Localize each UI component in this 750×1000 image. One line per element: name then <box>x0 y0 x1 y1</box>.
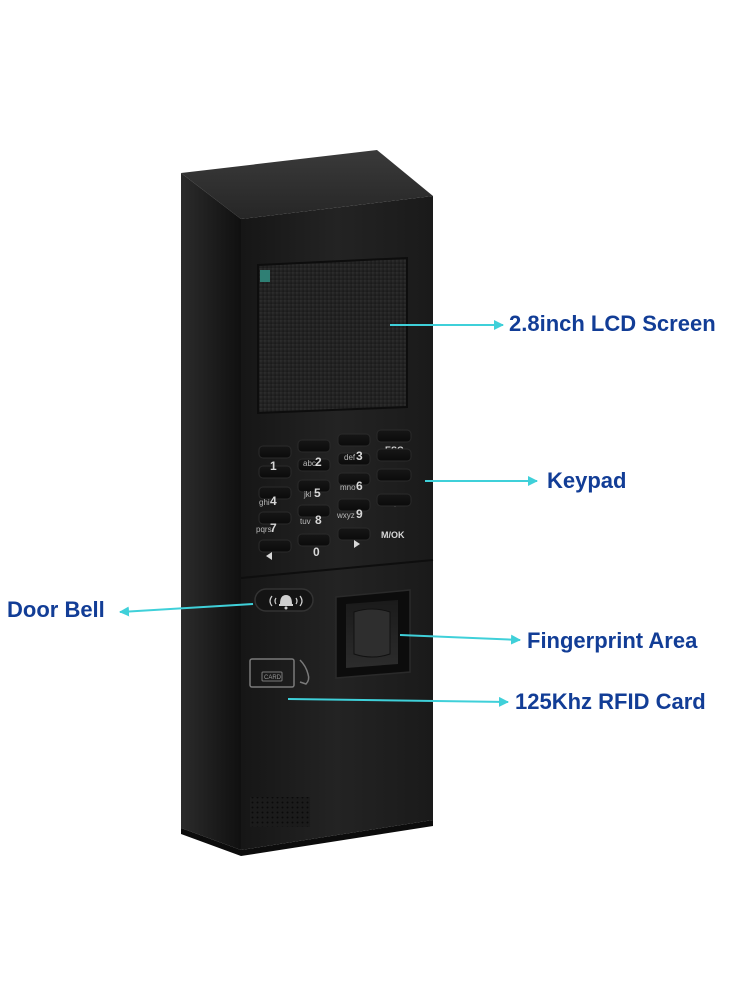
key-up[interactable] <box>376 448 412 462</box>
callout-keypad: Keypad <box>547 468 627 493</box>
key-5[interactable] <box>297 479 331 493</box>
key-right[interactable] <box>337 527 371 541</box>
panel-step-line <box>240 559 434 579</box>
key-9-label: 9 <box>356 507 363 521</box>
arrow-right-icon <box>354 540 360 548</box>
key-0[interactable] <box>297 533 331 547</box>
key-2[interactable] <box>297 458 331 472</box>
callout-rfid-card: 125Khz RFID Card <box>515 689 706 714</box>
arrow-left-icon <box>266 552 272 560</box>
key-6-sub: mno <box>340 483 356 492</box>
key-mok-label: M/OK <box>381 530 405 540</box>
key-9-sub: wxyz <box>336 511 355 520</box>
rfid-card-area: CARD <box>249 658 310 688</box>
key-7[interactable] <box>258 511 292 525</box>
key-4-label: 4 <box>270 494 277 508</box>
key-left[interactable] <box>258 539 292 553</box>
key-6[interactable] <box>337 472 371 486</box>
device-left-side <box>181 173 241 850</box>
key-esc[interactable] <box>376 429 412 443</box>
callout-lcd-screen: 2.8inch LCD Screen <box>509 311 716 336</box>
key-0-label: 0 <box>313 545 320 559</box>
card-tap-icon: CARD <box>249 658 310 688</box>
key-4-sub: ghi <box>259 498 270 507</box>
device-top-face <box>181 150 433 219</box>
key-3-label: 3 <box>356 449 363 463</box>
arrow-rfid <box>287 696 509 707</box>
keypad: ESC 1 abc 2 def 3 ghi 4 jkl 5 mno 6 pqrs… <box>256 429 412 560</box>
key-8-sub: tuv <box>300 517 311 526</box>
lcd-screen <box>257 256 408 415</box>
key-7-label: 7 <box>270 521 277 535</box>
arrow-fingerprint <box>399 634 521 645</box>
key-9[interactable] <box>337 498 371 512</box>
callout-door-bell: Door Bell <box>7 597 105 622</box>
speaker-grill <box>250 797 310 827</box>
key-1-label: 1 <box>270 459 277 473</box>
key-mok[interactable] <box>376 493 412 507</box>
key-4[interactable] <box>258 486 292 500</box>
key-blank-2[interactable] <box>297 439 331 453</box>
key-5-sub: jkl <box>303 490 312 499</box>
fingerprint-window <box>353 608 391 658</box>
key-1[interactable] <box>258 465 292 479</box>
key-5-label: 5 <box>314 486 321 500</box>
key-2-label: 2 <box>315 455 322 469</box>
key-3-sub: def <box>344 453 356 462</box>
key-7-sub: pqrs <box>256 525 272 534</box>
key-blank-1[interactable] <box>258 445 292 459</box>
key-8-label: 8 <box>315 513 322 527</box>
key-down[interactable] <box>376 468 412 482</box>
fingerprint-sensor[interactable] <box>335 589 411 679</box>
key-3[interactable] <box>337 452 371 466</box>
card-label: CARD <box>264 675 282 681</box>
callout-fingerprint-area: Fingerprint Area <box>527 628 698 653</box>
lcd-indicator <box>260 270 270 282</box>
callout-arrows <box>119 320 538 707</box>
key-6-label: 6 <box>356 479 363 493</box>
key-8[interactable] <box>297 504 331 518</box>
key-blank-3[interactable] <box>337 433 371 447</box>
key-2-sub: abc <box>303 459 316 468</box>
door-bell-button[interactable] <box>254 588 314 612</box>
arrow-door-bell <box>119 603 254 617</box>
bell-icon <box>269 595 303 610</box>
